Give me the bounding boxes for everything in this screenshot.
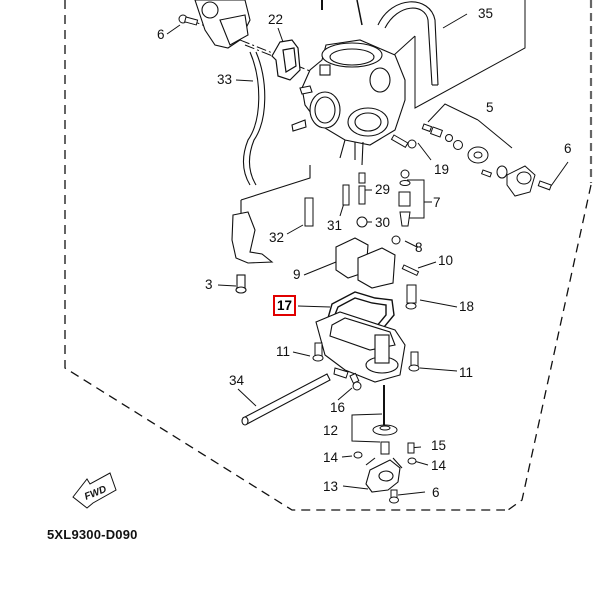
callout-7[interactable]: 7 bbox=[433, 195, 441, 210]
callout-13[interactable]: 13 bbox=[323, 479, 339, 494]
part-18-drain-screw[interactable] bbox=[405, 284, 417, 310]
part-jets[interactable] bbox=[304, 169, 411, 245]
part-19-screw[interactable] bbox=[390, 134, 417, 149]
callout-6[interactable]: 6 bbox=[157, 27, 165, 42]
part-11-screws[interactable] bbox=[312, 342, 420, 372]
callout-19[interactable]: 19 bbox=[434, 162, 450, 177]
callout-29[interactable]: 29 bbox=[375, 182, 391, 197]
part-22-gasket[interactable] bbox=[271, 39, 301, 81]
callout-3[interactable]: 3 bbox=[205, 277, 213, 292]
part-13-cover[interactable] bbox=[365, 457, 403, 493]
callout-22[interactable]: 22 bbox=[268, 12, 284, 27]
callout-16[interactable]: 16 bbox=[330, 400, 346, 415]
callout-35[interactable]: 35 bbox=[478, 6, 494, 21]
part-5-assembly[interactable] bbox=[421, 123, 552, 197]
part-35-hose[interactable] bbox=[377, 1, 439, 86]
part-carburetor-body bbox=[291, 39, 406, 166]
part-16-screw[interactable] bbox=[333, 367, 362, 391]
fwd-arrow-icon: FWD bbox=[72, 472, 117, 509]
callout-32[interactable]: 32 bbox=[269, 230, 285, 245]
part-top-needle bbox=[356, 0, 363, 26]
callout-15[interactable]: 15 bbox=[431, 438, 447, 453]
part-6-screw-top[interactable] bbox=[178, 14, 199, 26]
callout-18[interactable]: 18 bbox=[459, 299, 475, 314]
callout-31[interactable]: 31 bbox=[327, 218, 343, 233]
callout-10[interactable]: 10 bbox=[438, 253, 454, 268]
callout-9[interactable]: 9 bbox=[293, 267, 301, 282]
callout-12[interactable]: 12 bbox=[323, 423, 339, 438]
callout-8[interactable]: 8 bbox=[415, 240, 423, 255]
callout-14[interactable]: 14 bbox=[431, 458, 447, 473]
part-float-chamber bbox=[315, 311, 406, 383]
part-10-pin[interactable] bbox=[401, 264, 420, 277]
leader-lines bbox=[166, 13, 569, 496]
part-6-screw-bottom[interactable] bbox=[389, 489, 399, 504]
callout-11[interactable]: 11 bbox=[459, 365, 474, 380]
callout-33[interactable]: 33 bbox=[217, 72, 233, 87]
callout-11[interactable]: 11 bbox=[276, 344, 291, 359]
callout-5[interactable]: 5 bbox=[486, 100, 494, 115]
boundary-dashed bbox=[64, 0, 593, 511]
part-33-hose[interactable] bbox=[242, 51, 266, 186]
callout-14[interactable]: 14 bbox=[323, 450, 339, 465]
part-14-15[interactable] bbox=[353, 442, 417, 465]
callout-34[interactable]: 34 bbox=[229, 373, 245, 388]
part-12-pump[interactable] bbox=[372, 385, 398, 455]
part-9-float[interactable] bbox=[335, 237, 396, 289]
callout-30[interactable]: 30 bbox=[375, 215, 391, 230]
callout-17-highlighted[interactable]: 17 bbox=[273, 295, 297, 316]
callout-6[interactable]: 6 bbox=[432, 485, 440, 500]
part-34-hose[interactable] bbox=[241, 373, 331, 426]
part-bracket-3 bbox=[231, 165, 311, 294]
callout-6[interactable]: 6 bbox=[564, 141, 572, 156]
part-throttle-cover bbox=[194, 0, 251, 49]
diagram-code: 5XL9300-D090 bbox=[47, 527, 138, 542]
